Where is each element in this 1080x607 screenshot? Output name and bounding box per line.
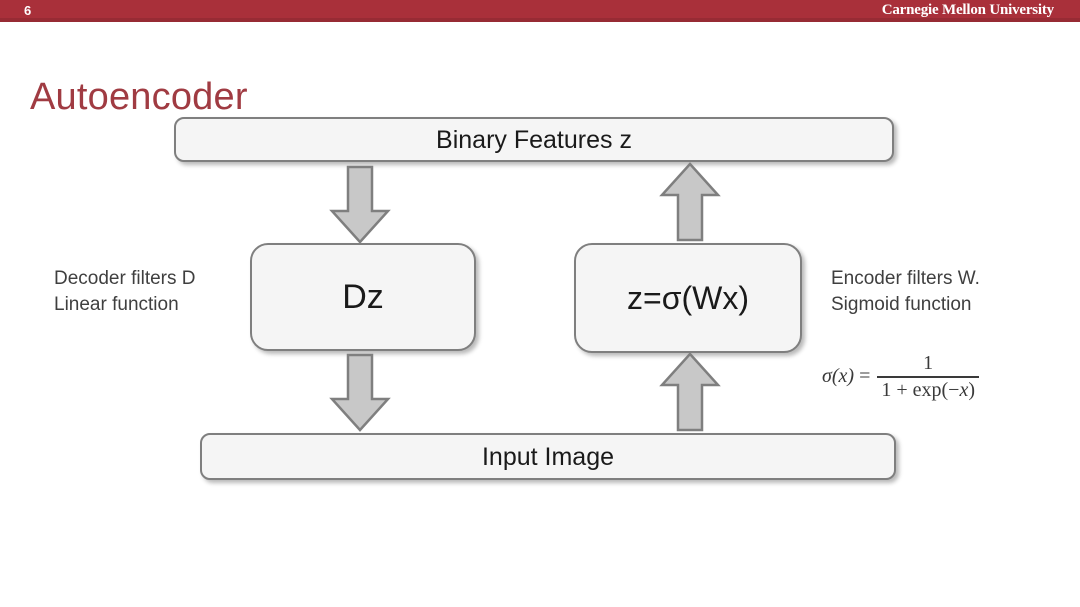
formula-lhs: σ(x) <box>822 365 855 388</box>
formula-denominator-prefix: 1 + exp(− <box>881 378 960 401</box>
annotation-decoder-line2: Linear function <box>54 294 179 315</box>
node-binary-features-label: Binary Features z <box>436 125 632 154</box>
arrow-down-icon-decoder-to-input <box>329 353 391 433</box>
arrow-down-icon-binary-to-decoder <box>329 165 391 245</box>
node-decoder: Dz <box>250 243 476 351</box>
annotation-decoder: Decoder filters D Linear function <box>54 266 196 318</box>
page-title: Autoencoder <box>30 76 248 119</box>
node-input-image-label: Input Image <box>481 442 615 471</box>
node-input-image: Input Image <box>200 433 896 480</box>
arrow-up-icon-input-to-encoder <box>659 351 721 433</box>
node-encoder: z=σ(Wx) <box>574 243 802 353</box>
formula-fraction: 1 1 + exp(−x) <box>877 352 980 402</box>
sigmoid-formula: σ(x) = 1 1 + exp(−x) <box>822 352 980 402</box>
annotation-decoder-line1: Decoder filters D <box>54 268 196 289</box>
formula-fraction-bar <box>877 376 980 378</box>
node-binary-features: Binary Features z <box>174 117 894 162</box>
formula-denominator-suffix: ) <box>968 378 976 401</box>
slide-header-bar: 6 Carnegie Mellon University <box>0 0 1080 22</box>
slide-number: 6 <box>24 3 32 18</box>
annotation-encoder: Encoder filters W. Sigmoid function <box>831 266 980 318</box>
formula-denominator-var: x <box>959 378 969 401</box>
arrow-up-icon-encoder-to-binary <box>659 161 721 243</box>
annotation-encoder-line1: Encoder filters W. <box>831 268 980 289</box>
node-encoder-label: z=σ(Wx) <box>627 280 749 316</box>
university-wordmark: Carnegie Mellon University <box>881 2 1054 18</box>
formula-numerator: 1 <box>923 352 934 374</box>
formula-denominator: 1 + exp(−x) <box>877 378 979 402</box>
annotation-encoder-line2: Sigmoid function <box>831 294 972 315</box>
formula-equals: = <box>859 365 871 388</box>
header-bar-shade <box>0 18 1080 22</box>
node-decoder-label: Dz <box>342 278 384 316</box>
